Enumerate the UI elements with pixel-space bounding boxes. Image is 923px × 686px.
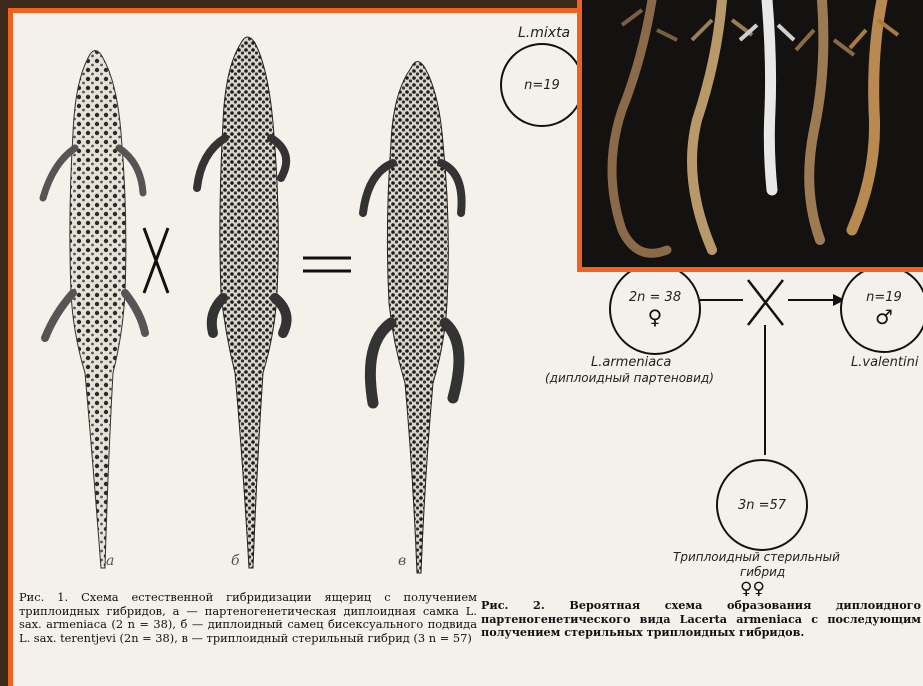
right-species-label: L.valentini bbox=[851, 355, 918, 370]
male-symbol: ♂ bbox=[875, 305, 893, 329]
figure-2-caption-prefix: Рис. 2. bbox=[481, 598, 545, 612]
female-pair-symbol: ♀♀ bbox=[740, 579, 765, 599]
equals-sign bbox=[303, 258, 351, 271]
top-species-circle: n=19 bbox=[500, 43, 584, 127]
hybrid-note-2: гибрид bbox=[740, 565, 785, 579]
left-species-circle: 2n = 38 ♀ bbox=[609, 263, 701, 355]
hybrid-note-1: Триплоидный стерильный bbox=[673, 550, 840, 564]
right-count: n=19 bbox=[866, 290, 902, 305]
lizard-b-drawing bbox=[197, 37, 287, 568]
label-c: в bbox=[398, 553, 406, 569]
right-species-circle: n=19 ♂ bbox=[840, 265, 923, 353]
left-species-note: (диплоидный партеновид) bbox=[545, 371, 714, 385]
label-a: а bbox=[106, 553, 114, 569]
cross-sign bbox=[144, 228, 168, 293]
top-species-label: L.mixta bbox=[518, 25, 570, 41]
hybrid-count: 3n =57 bbox=[738, 498, 786, 513]
lizard-c-drawing bbox=[363, 62, 462, 574]
left-count: 2n = 38 bbox=[629, 290, 681, 305]
top-count: n=19 bbox=[524, 78, 560, 93]
figure-2-caption: Рис. 2. Вероятная схема образования дипл… bbox=[481, 599, 921, 640]
figure-1-caption-text: Схема естественной гибридизации ящериц с… bbox=[19, 590, 477, 645]
female-symbol: ♀ bbox=[648, 305, 663, 329]
figure-1-caption-prefix: Рис. 1. bbox=[19, 590, 68, 604]
hybrid-circle: 3n =57 bbox=[716, 459, 808, 551]
lizard-photo-image bbox=[582, 0, 923, 272]
figure-1-drawing bbox=[13, 13, 573, 593]
label-b: б bbox=[231, 553, 240, 569]
figure-2-caption-text: Вероятная схема образования диплоидного … bbox=[481, 598, 921, 639]
figure-1-caption: Рис. 1. Схема естественной гибридизации … bbox=[19, 591, 477, 645]
left-species-label: L.armeniaca bbox=[591, 355, 671, 370]
lizard-a-drawing bbox=[43, 51, 145, 569]
lizard-photo bbox=[577, 0, 923, 272]
